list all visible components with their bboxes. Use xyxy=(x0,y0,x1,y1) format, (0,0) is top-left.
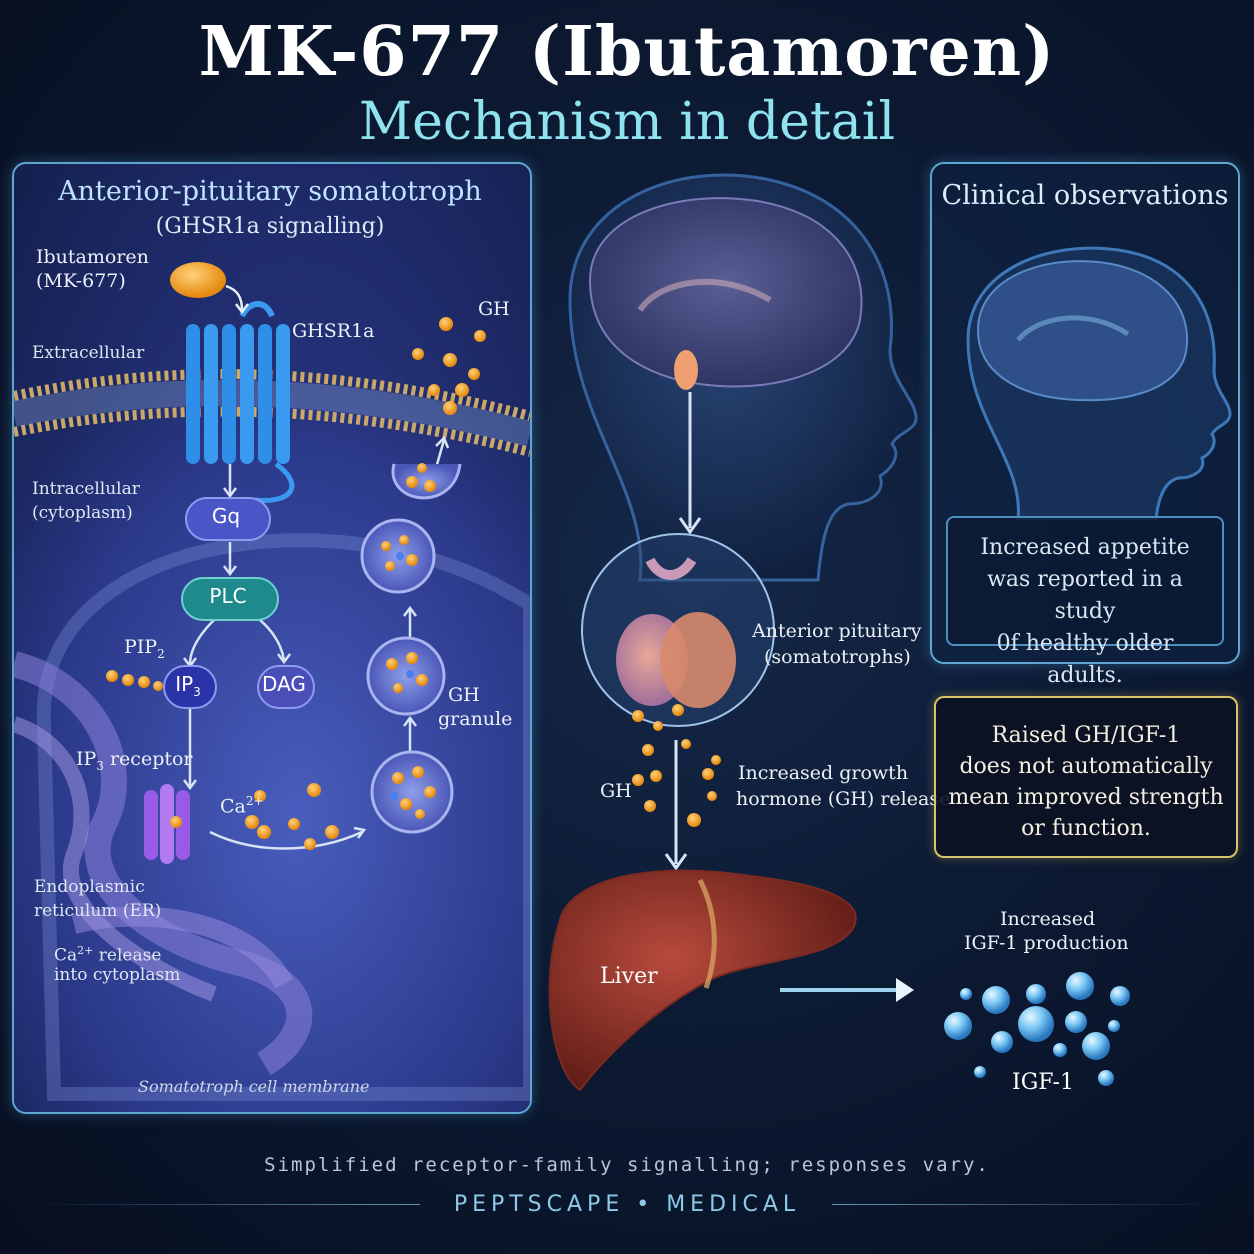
clinical-note-box: Increased appetite was reported in a stu… xyxy=(946,516,1224,688)
dag-node xyxy=(257,665,315,709)
ghsr1a-receptor xyxy=(186,301,295,504)
caution-box: Raised GH/IGF-1 does not automatically m… xyxy=(934,696,1238,858)
drug-label-code: (MK-677) xyxy=(36,270,126,292)
ip3-receptor-channel xyxy=(144,784,190,864)
somatotroph-panel xyxy=(12,162,532,1114)
clinical-note-text: Increased appetite was reported in a stu… xyxy=(980,535,1190,688)
gh-label: GH xyxy=(600,780,632,802)
igf1-molecules xyxy=(944,972,1130,1086)
page-title: MK-677 (Ibutamoren) xyxy=(198,12,1056,92)
pituitary-gland-small xyxy=(674,350,698,390)
calcium-label: Ca2+ xyxy=(220,794,264,818)
pituitary-label-2: (somatotrophs) xyxy=(764,646,911,668)
plc-node xyxy=(181,577,279,621)
gh-granule-label: GH xyxy=(448,684,480,706)
pip2-label: PIP2 xyxy=(124,636,165,661)
released-gh-beads xyxy=(412,317,486,415)
center-illustration xyxy=(548,173,918,1092)
outer-membrane-layer xyxy=(14,369,530,421)
receptor-label: GHSR1a xyxy=(292,320,375,342)
gq-node xyxy=(185,497,271,541)
cytoplasm-label: (cytoplasm) xyxy=(32,503,133,523)
gh-release-beads xyxy=(632,704,721,827)
gh-granule xyxy=(370,750,454,834)
endoplasmic-reticulum xyxy=(14,651,313,1076)
er-label-2: reticulum (ER) xyxy=(34,901,162,921)
liver-icon xyxy=(548,869,857,1092)
igf-label: Increased xyxy=(1000,908,1096,930)
footer-brand: PEPTSCAPE • MEDICAL xyxy=(453,1192,801,1217)
panel-heading: Anterior-pituitary somatotroph xyxy=(58,176,482,207)
posterior-pituitary-lobe xyxy=(660,612,736,708)
gq-label: Gq xyxy=(211,504,241,528)
intracellular-label: Intracellular xyxy=(32,479,140,499)
cell-illustration xyxy=(14,262,530,1112)
ca-release-label: Ca2+ release xyxy=(54,944,162,966)
brain-icon xyxy=(588,197,863,388)
ibutamoren-molecule-icon xyxy=(170,262,226,298)
gh-granule-label-2: granule xyxy=(438,708,513,730)
igf1-label: IGF-1 xyxy=(1012,1070,1074,1095)
clinical-title: Clinical observations xyxy=(941,180,1229,211)
calcium-ions xyxy=(170,783,339,850)
liver-label: Liver xyxy=(600,964,658,989)
head-brain-icon xyxy=(966,246,1232,520)
igf-label-2: IGF-1 production xyxy=(964,932,1129,954)
plc-label: PLC xyxy=(209,584,247,608)
dag-label: DAG xyxy=(262,672,306,696)
exocytosis-vesicle xyxy=(391,463,462,500)
er-label: Endoplasmic xyxy=(34,877,145,897)
extracellular-label: Extracellular xyxy=(32,343,145,363)
inner-membrane-layer xyxy=(14,406,530,457)
pip2-beads xyxy=(106,670,163,691)
ip3-label: IP3 xyxy=(175,672,201,699)
membrane-caption: Somatotroph cell membrane xyxy=(138,1077,370,1096)
footer-note: Simplified receptor-family signalling; r… xyxy=(264,1154,990,1176)
panel-subheading: (GHSR1a signalling) xyxy=(155,214,385,239)
release-label-2: hormone (GH) release xyxy=(736,788,951,810)
ca-release-label-2: into cytoplasm xyxy=(54,965,181,985)
gh-granule-upper xyxy=(360,518,436,594)
release-label: Increased growth xyxy=(738,762,909,784)
gh-granule-mature xyxy=(366,636,446,716)
ip3-receptor-label: IP3 receptor xyxy=(76,748,193,773)
gh-released-label: GH xyxy=(478,298,510,320)
clinical-observations-panel: Clinical observations Increased appetite… xyxy=(930,162,1240,688)
footer-rule-left xyxy=(30,1204,420,1205)
pituitary-label: Anterior pituitary xyxy=(752,620,922,642)
page-subtitle: Mechanism in detail xyxy=(358,92,896,152)
ip3-node xyxy=(163,665,217,709)
caution-text: Raised GH/IGF-1 does not automatically m… xyxy=(948,723,1224,841)
drug-label: Ibutamoren xyxy=(36,246,149,268)
